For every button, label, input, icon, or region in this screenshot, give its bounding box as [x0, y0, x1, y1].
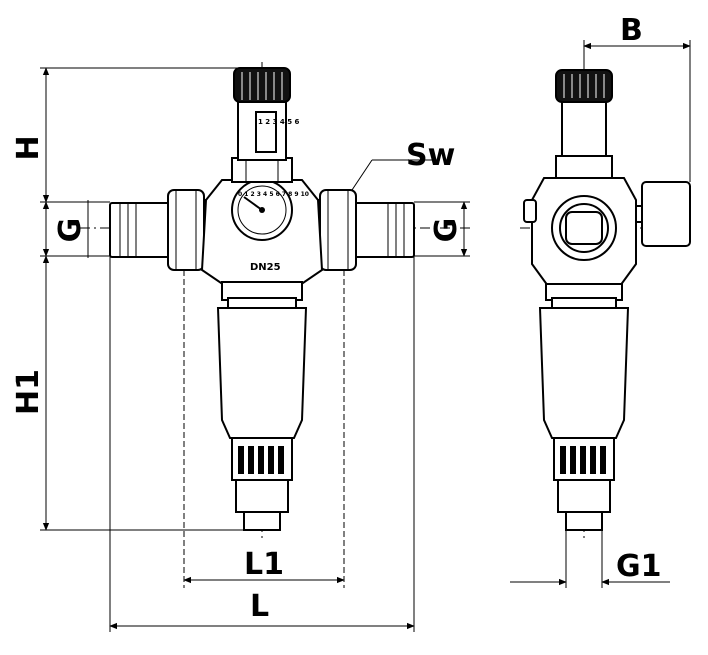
sw-leader — [351, 159, 373, 191]
dim-label-G-left: G — [53, 218, 88, 243]
dim-label-H: H — [11, 135, 46, 160]
side-gauge — [641, 181, 691, 247]
bowl-grip-ribs — [238, 446, 284, 474]
dim-label-Sw: Sw — [406, 138, 455, 173]
side-bonnet — [561, 101, 607, 159]
adjustment-knob — [233, 67, 291, 103]
front-view: DN25 0 1 2 3 4 5 6 7 8 9 10 1 2 3 4 5 6 — [80, 62, 470, 540]
dim-label-G1: G1 — [616, 549, 662, 584]
spring-scale-label: 1 2 3 4 5 6 — [258, 118, 300, 126]
gauge-scale-label: 0 1 2 3 4 5 6 7 8 9 10 — [238, 191, 309, 198]
dimension-lines — [40, 40, 691, 632]
nominal-size-label: DN25 — [250, 262, 281, 273]
dim-label-H1: H1 — [11, 369, 46, 415]
dim-label-L1: L1 — [244, 547, 284, 582]
side-filter-bowl — [538, 307, 630, 439]
dim-label-B: B — [620, 13, 643, 48]
bonnet: 1 2 3 4 5 6 — [231, 101, 300, 183]
side-view — [520, 62, 691, 540]
filter-bowl — [216, 307, 308, 531]
dim-label-L: L — [250, 589, 269, 624]
dim-label-G-right: G — [429, 218, 464, 243]
gauge-needle — [243, 196, 263, 211]
